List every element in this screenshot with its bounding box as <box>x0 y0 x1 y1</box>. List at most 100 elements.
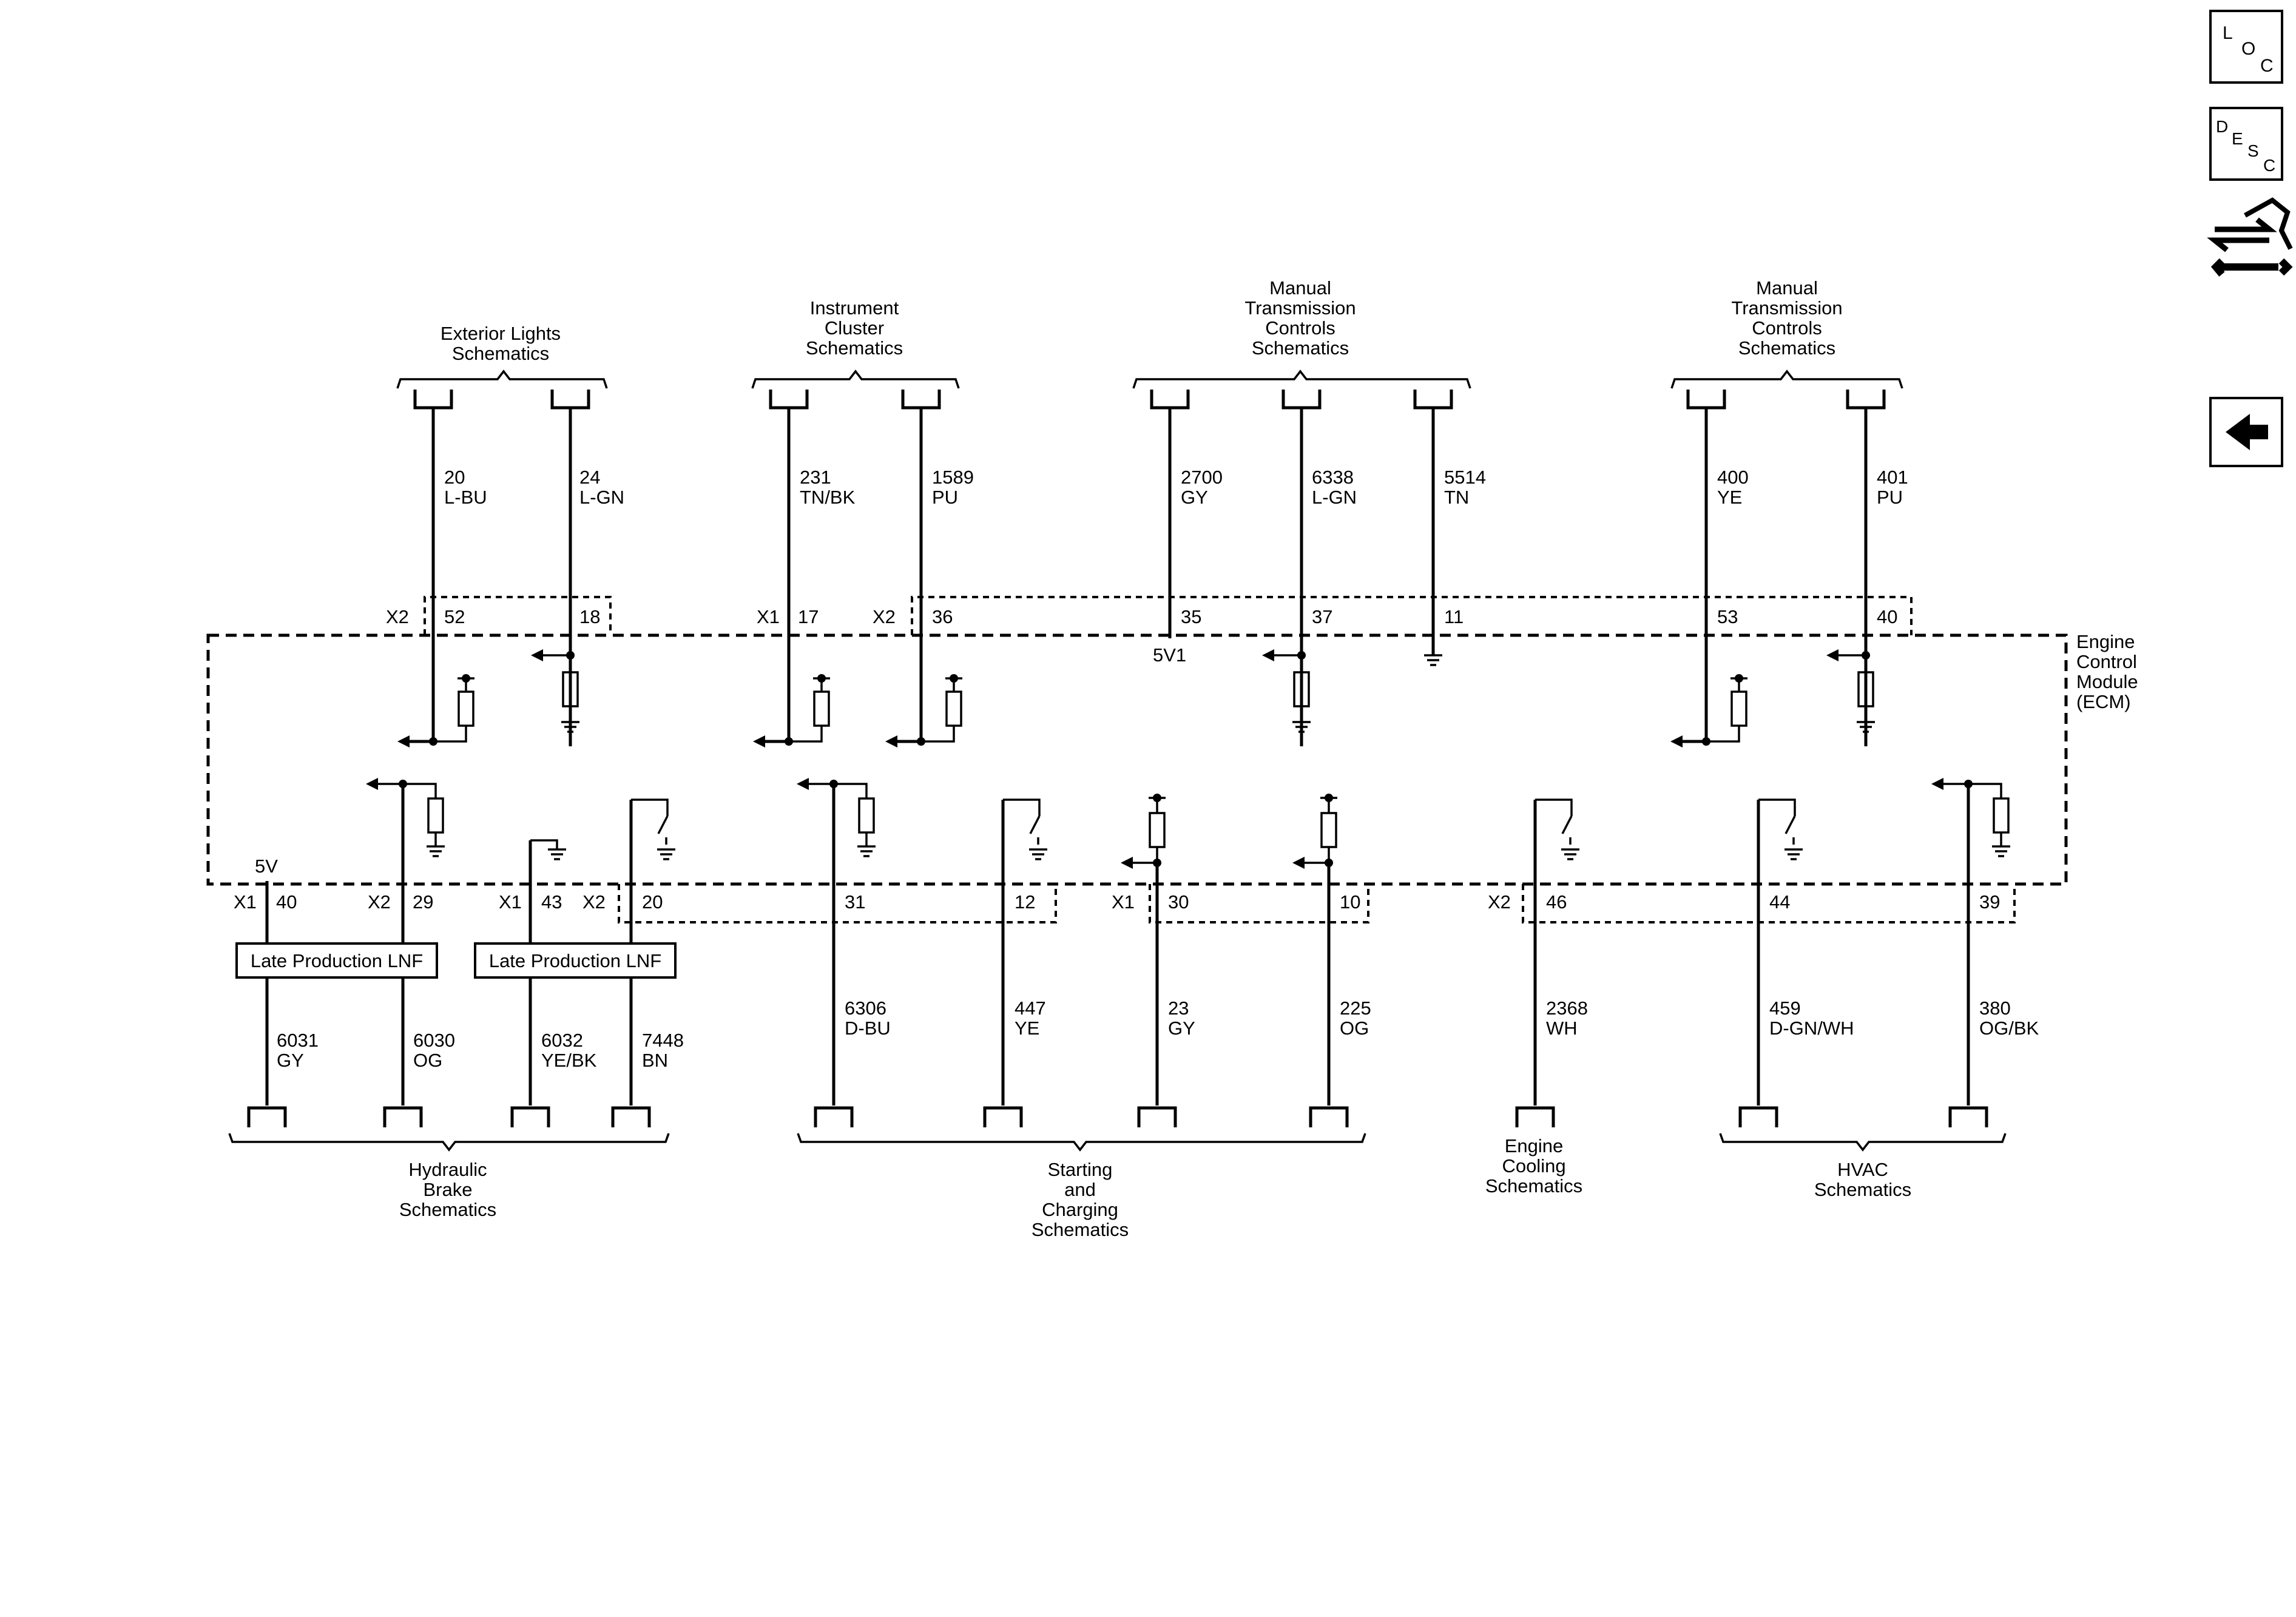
connector-x1-bottom-dash <box>1149 884 1369 923</box>
bracket-exterior-lights <box>396 370 608 389</box>
svg-text:D: D <box>2216 117 2228 136</box>
ecm-label-line3: Module <box>2076 671 2138 692</box>
svg-text:380: 380 <box>1979 998 2011 1019</box>
bracket-manual-trans-b <box>1670 370 1903 389</box>
svg-text:L-GN: L-GN <box>579 487 624 508</box>
svg-text:401: 401 <box>1877 467 1908 488</box>
svg-text:O: O <box>2241 39 2255 59</box>
svg-text:Late Production LNF: Late Production LNF <box>489 950 661 971</box>
svg-text:YE: YE <box>1015 1018 1039 1039</box>
svg-text:GY: GY <box>277 1050 304 1071</box>
svg-text:10: 10 <box>1340 891 1360 913</box>
svg-text:447: 447 <box>1015 998 1046 1019</box>
svg-text:X2: X2 <box>1488 891 1511 913</box>
svg-text:GY: GY <box>1168 1018 1195 1039</box>
svg-text:WH: WH <box>1546 1018 1578 1039</box>
circuit-bottom-12: 12 447 YE <box>985 798 1048 1127</box>
svg-text:53: 53 <box>1717 606 1738 627</box>
svg-text:5V1: 5V1 <box>1153 644 1186 666</box>
circuit-bottom-29: X2 29 6030 OG <box>366 778 455 1127</box>
svg-text:6031: 6031 <box>277 1030 319 1051</box>
svg-text:6338: 6338 <box>1312 467 1354 488</box>
svg-text:40: 40 <box>1877 606 1897 627</box>
svg-text:OG/BK: OG/BK <box>1979 1018 2039 1039</box>
dest-manual-trans-a-2: Transmission <box>1244 297 1356 319</box>
svg-text:37: 37 <box>1312 606 1332 627</box>
svg-text:GY: GY <box>1181 487 1208 508</box>
svg-text:D-BU: D-BU <box>845 1018 891 1039</box>
back-arrow-button[interactable] <box>2209 397 2283 467</box>
svg-text:24: 24 <box>579 467 600 488</box>
option-box-late-production-lnf-2: Late Production LNF <box>474 942 677 979</box>
svg-text:36: 36 <box>932 606 953 627</box>
dest-starting-charging-2: and <box>1064 1179 1096 1200</box>
svg-text:2700: 2700 <box>1181 467 1223 488</box>
svg-text:C: C <box>2263 156 2275 175</box>
dest-manual-trans-b-1: Manual <box>1756 277 1818 299</box>
circuit-bottom-44: 44 459 D-GN/WH <box>1740 798 1854 1127</box>
svg-text:L: L <box>2223 23 2233 43</box>
dest-starting-charging-3: Charging <box>1042 1199 1118 1220</box>
bracket-starting-charging <box>797 1133 1366 1152</box>
dest-instrument-cluster-1: Instrument <box>810 297 899 319</box>
back-arrow-icon <box>2226 414 2268 450</box>
dest-engine-cooling-3: Schematics <box>1485 1175 1582 1197</box>
svg-text:5V: 5V <box>255 856 278 877</box>
svg-text:400: 400 <box>1717 467 1749 488</box>
dest-hvac-2: Schematics <box>1814 1179 1911 1200</box>
svg-text:231: 231 <box>800 467 831 488</box>
svg-text:6032: 6032 <box>541 1030 583 1051</box>
desc-button[interactable]: D E S C <box>2209 107 2283 181</box>
circuit-top-18: 24 L-GN 18 <box>531 390 624 746</box>
svg-text:X1: X1 <box>499 891 522 913</box>
bracket-hydraulic-brake <box>228 1133 670 1152</box>
svg-text:X2: X2 <box>368 891 391 913</box>
dest-starting-charging-1: Starting <box>1048 1159 1113 1180</box>
dest-hydraulic-brake-2: Brake <box>424 1179 473 1200</box>
svg-text:7448: 7448 <box>642 1030 684 1051</box>
circuit-top-53: 400 YE 53 <box>1670 390 1749 748</box>
dest-instrument-cluster-2: Cluster <box>825 317 884 339</box>
svg-text:E: E <box>2232 129 2243 148</box>
dest-engine-cooling-2: Cooling <box>1502 1155 1565 1176</box>
circuit-top-17: 231 TN/BK X1 17 <box>753 390 856 748</box>
ecm-label-line4: (ECM) <box>2076 691 2131 712</box>
svg-text:S: S <box>2247 141 2259 160</box>
dest-hvac-1: HVAC <box>1837 1159 1888 1180</box>
svg-text:TN: TN <box>1444 487 1469 508</box>
svg-text:35: 35 <box>1181 606 1201 627</box>
connector-x2-bottom-dash <box>618 884 1057 923</box>
loc-button[interactable]: L O C <box>2209 10 2283 84</box>
svg-text:X1: X1 <box>234 891 257 913</box>
bracket-manual-trans-a <box>1132 370 1471 389</box>
circuit-top-35: 2700 GY 35 5V1 <box>1152 390 1223 666</box>
circuit-top-37: 6338 L-GN 37 <box>1262 390 1357 746</box>
circuit-bottom-20: X2 20 7448 BN <box>582 798 684 1127</box>
svg-text:31: 31 <box>845 891 865 913</box>
dest-manual-trans-b-2: Transmission <box>1731 297 1842 319</box>
svg-text:6306: 6306 <box>845 998 886 1019</box>
dest-manual-trans-a-3: Controls <box>1265 317 1335 339</box>
svg-text:OG: OG <box>413 1050 442 1071</box>
bracket-instrument-cluster <box>751 370 960 389</box>
dest-exterior-lights-1: Exterior Lights <box>441 323 561 344</box>
svg-text:11: 11 <box>1444 606 1464 627</box>
svg-text:23: 23 <box>1168 998 1189 1019</box>
svg-text:52: 52 <box>444 606 465 627</box>
dest-exterior-lights-2: Schematics <box>452 343 549 364</box>
svg-text:12: 12 <box>1015 891 1035 913</box>
svg-text:TN/BK: TN/BK <box>800 487 856 508</box>
circuit-bottom-43: X1 43 6032 YE/BK <box>499 839 597 1127</box>
dest-manual-trans-b-4: Schematics <box>1738 337 1835 359</box>
dest-engine-cooling-1: Engine <box>1505 1135 1564 1156</box>
ecm-label-line2: Control <box>2076 651 2137 672</box>
svg-text:D-GN/WH: D-GN/WH <box>1769 1018 1854 1039</box>
svg-text:C: C <box>2260 56 2274 76</box>
svg-text:44: 44 <box>1769 891 1790 913</box>
svg-text:X2: X2 <box>873 606 896 627</box>
connector-repair-icon[interactable] <box>2207 197 2293 277</box>
svg-text:20: 20 <box>444 467 465 488</box>
dest-manual-trans-b-3: Controls <box>1752 317 1822 339</box>
bracket-hvac <box>1719 1133 2007 1152</box>
